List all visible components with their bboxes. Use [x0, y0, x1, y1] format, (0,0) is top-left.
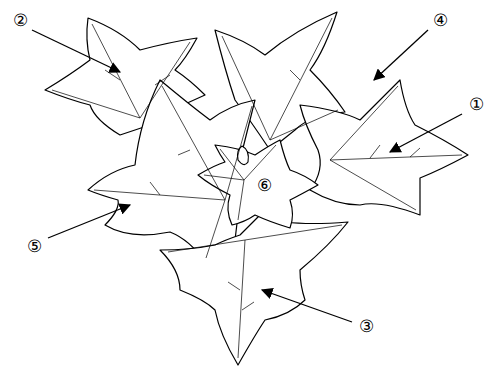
stem: [238, 146, 249, 165]
leaf: [300, 80, 468, 215]
leaf: [160, 215, 348, 365]
callout-number: ②: [13, 12, 28, 29]
callout-number: ③: [359, 318, 374, 335]
leader-arrows: [32, 30, 462, 322]
callout-number: ⑥: [257, 177, 272, 194]
callout-number: ①: [469, 96, 484, 113]
callout-number: ⑤: [27, 238, 42, 255]
callout-number: ④: [433, 12, 448, 29]
